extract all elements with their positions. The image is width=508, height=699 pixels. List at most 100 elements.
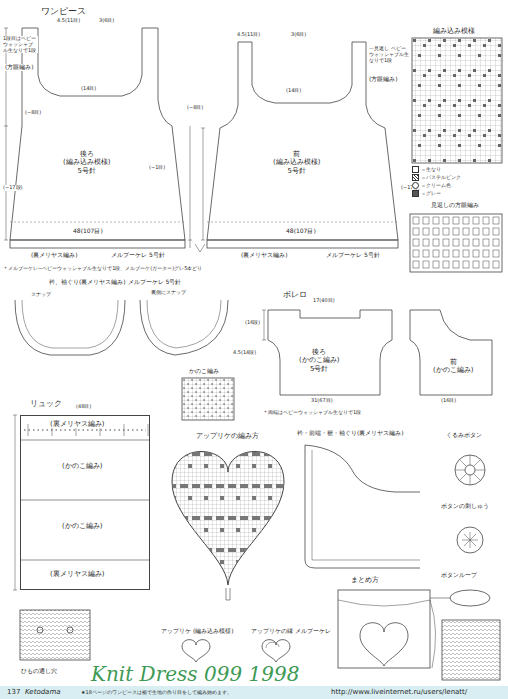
rect-shape: [453, 261, 459, 268]
rect-shape: [418, 54, 421, 57]
rect-shape: [473, 99, 476, 102]
rect-shape: [498, 114, 501, 117]
circle-shape: [191, 387, 193, 389]
circle-shape: [187, 383, 189, 385]
rect-shape: [438, 114, 441, 117]
rect-shape: [204, 528, 208, 532]
rect-shape: [252, 548, 256, 552]
legend-row: ＝生なり: [412, 166, 441, 173]
circle-shape: [227, 415, 229, 417]
circle-shape: [231, 379, 233, 381]
rect-shape: [220, 560, 224, 564]
circle-shape: [215, 379, 217, 381]
garment-piece: 後ろ(編み込み模様)5号針: [62, 150, 111, 175]
rect-shape: [204, 580, 208, 584]
rect-shape: [478, 84, 481, 87]
rect-shape: [280, 580, 284, 584]
g-shape: [172, 452, 284, 584]
dimension-label: かのこ編み: [188, 368, 220, 375]
rect-shape: [172, 452, 176, 456]
rect-shape: [428, 99, 431, 102]
rect-shape: [208, 452, 212, 456]
dimension-label: くるみボタン: [445, 432, 483, 439]
rect-shape: [184, 452, 188, 456]
circle-shape: [231, 395, 233, 397]
rect-shape: [458, 159, 461, 162]
rect-shape: [438, 144, 441, 147]
path-shape: [15, 300, 125, 355]
rect-shape: [453, 104, 456, 107]
circle-shape: [223, 379, 225, 381]
rect-shape: [453, 250, 459, 257]
rect-shape: [453, 44, 456, 47]
rect-shape: [184, 580, 188, 584]
line-shape: [459, 459, 466, 466]
path-shape: [172, 451, 284, 585]
rect-shape: [228, 580, 232, 584]
path-shape: [207, 42, 398, 240]
circle-shape: [191, 403, 193, 405]
rect-shape: [423, 217, 429, 224]
piece-label: (編み込み模様): [272, 158, 321, 166]
garment-piece: 後ろ(かのこ編み)5号針: [298, 348, 340, 373]
rect-shape: [418, 114, 421, 117]
circle-shape: [211, 391, 213, 393]
rect-shape: [188, 560, 192, 564]
line-shape: [474, 459, 481, 466]
dimension-label: ひもの通し穴: [20, 668, 58, 675]
rect-shape: [232, 452, 236, 456]
rect-shape: [433, 261, 439, 268]
circle-shape: [199, 395, 201, 397]
rect-shape: [232, 580, 236, 584]
dimension-label: 編み込み模様: [432, 27, 476, 35]
line-shape: [148, 424, 149, 436]
piece-label: 5号針: [62, 167, 111, 175]
circle-shape: [223, 395, 225, 397]
circle-shape: [219, 415, 221, 417]
path-shape: [262, 310, 266, 340]
dimension-label: (14目): [80, 86, 97, 92]
rect-shape: [252, 580, 256, 584]
dimension-label: (裏メリヤス編み): [240, 252, 289, 259]
rect-shape: [220, 484, 224, 488]
rect-shape: [236, 464, 240, 468]
rect-shape: [453, 239, 459, 246]
circle-shape: [207, 411, 209, 413]
rect-shape: [240, 548, 244, 552]
rect-shape: [498, 144, 501, 147]
rect-shape: [483, 261, 489, 268]
rect-shape: [228, 484, 232, 488]
rect-shape: [204, 516, 208, 520]
rect-shape: [264, 452, 268, 456]
rect-shape: [204, 560, 208, 564]
rect-shape: [280, 484, 284, 488]
rect-shape: [188, 528, 192, 532]
rect-shape: [458, 99, 461, 102]
path-shape: [147, 300, 221, 348]
circle-shape: [199, 411, 201, 413]
rect-shape: [443, 261, 449, 268]
rect-shape: [196, 548, 200, 552]
path-shape: [201, 128, 205, 240]
dimension-label: 3(6目): [290, 32, 307, 38]
rect-shape: [433, 228, 439, 235]
rect-shape: [453, 134, 456, 137]
circle-shape: [191, 411, 193, 413]
circle-shape: [211, 383, 213, 385]
rect-shape: [483, 250, 489, 257]
dimension-label: (16目): [440, 398, 457, 404]
rect-shape: [413, 228, 419, 235]
rect-shape: [493, 239, 499, 246]
legend-text: ＝クリーム色: [421, 182, 451, 188]
rect-shape: [488, 129, 491, 132]
rect-shape: [418, 84, 421, 87]
rect-shape: [473, 159, 476, 162]
rect-shape: [184, 548, 188, 552]
circle-shape: [203, 407, 205, 409]
piece-label: 後ろ: [298, 348, 340, 356]
watermark: Knit Dress 099 1998: [90, 663, 300, 686]
g-shape: [28, 39, 501, 485]
dimension-label: アップリケの編み方: [195, 432, 260, 440]
rect-shape: [216, 484, 220, 488]
circle-shape: [227, 391, 229, 393]
